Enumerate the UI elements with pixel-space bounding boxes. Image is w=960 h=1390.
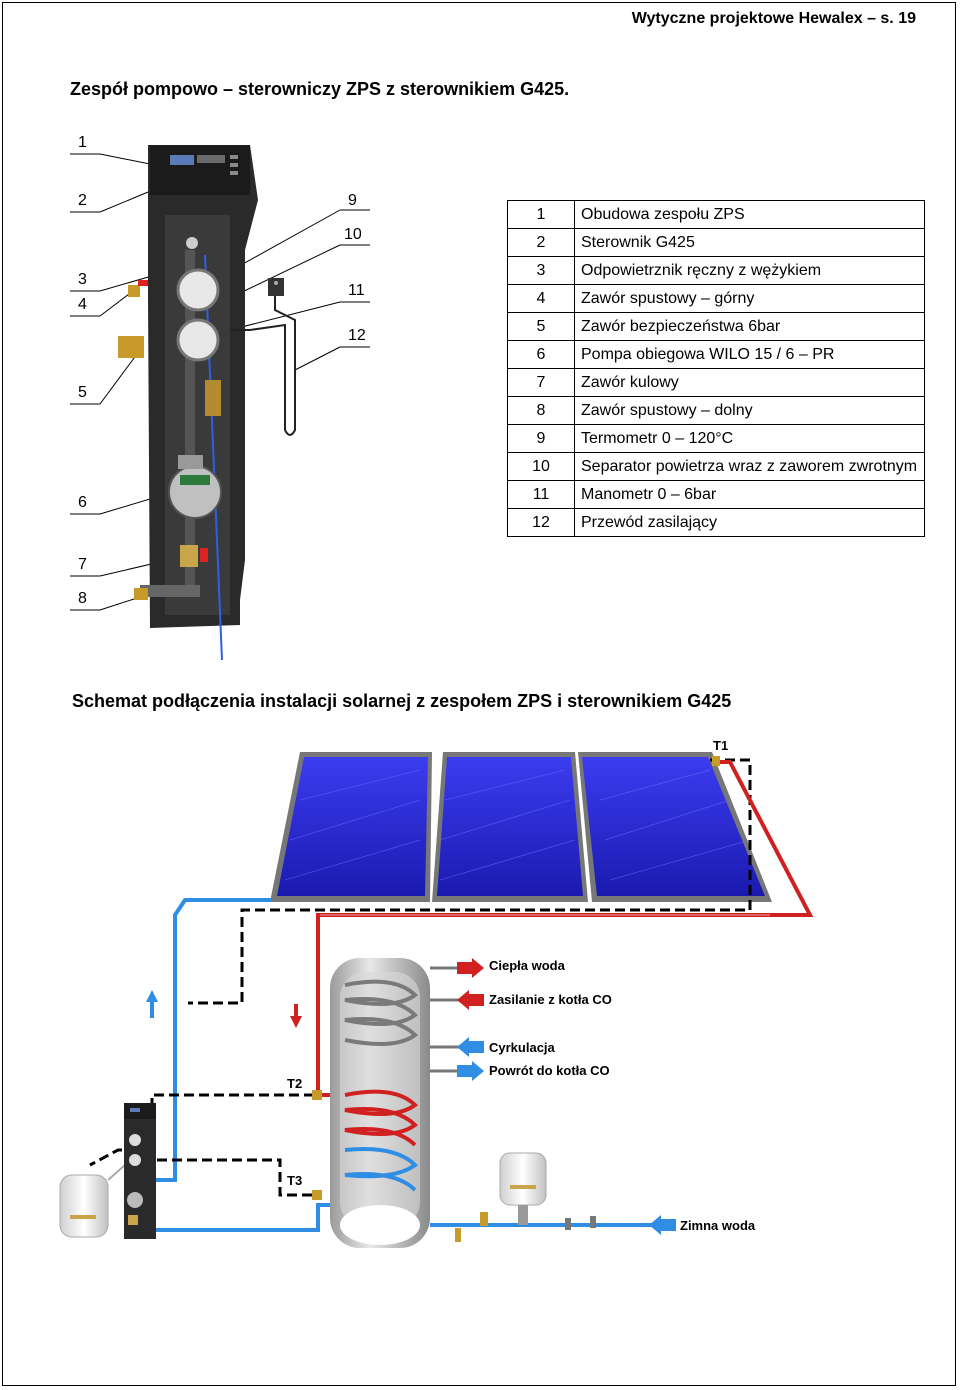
expansion-vessel-solar	[59, 1164, 126, 1238]
expansion-vessel-dhw	[499, 1152, 547, 1225]
boiler-return-label: Powrót do kotła CO	[489, 1063, 610, 1078]
callout-3: 3	[78, 271, 87, 288]
callout-8: 8	[78, 590, 87, 607]
flow-down-arrow	[290, 1004, 302, 1028]
schema-title: Schemat podłączenia instalacji solarnej …	[72, 691, 732, 711]
boiler-return-arrow	[457, 1061, 484, 1081]
solar-panel	[270, 752, 432, 902]
sensor-t2-label: T2	[287, 1076, 303, 1091]
solar-storage-tank	[330, 958, 430, 1248]
hot-water-label: Ciepła woda	[489, 958, 565, 973]
sensor-t3-label: T3	[287, 1173, 303, 1188]
circulation-arrow	[457, 1037, 484, 1057]
callout-9: 9	[348, 192, 357, 209]
sensor-t2	[312, 1090, 322, 1100]
callout-4: 4	[78, 296, 87, 313]
boiler-supply-label: Zasilanie z kotła CO	[489, 992, 612, 1007]
callout-12: 12	[348, 327, 366, 344]
circulation-label: Cyrkulacja	[489, 1040, 555, 1055]
callout-7: 7	[78, 556, 87, 573]
callout-2: 2	[78, 192, 87, 209]
solar-panel	[578, 752, 772, 902]
page-header: Wytyczne projektowe Hewalex – s. 19	[631, 10, 916, 27]
cold-water-label: Zimna woda	[680, 1218, 756, 1233]
callout-1: 1	[78, 134, 87, 151]
cold-water-arrow	[649, 1215, 676, 1235]
callout-10: 10	[344, 226, 362, 243]
sensor-t3	[312, 1190, 322, 1200]
boiler-supply-arrow	[457, 990, 484, 1010]
callout-6: 6	[78, 494, 87, 511]
callout-5: 5	[78, 384, 87, 401]
section-title: Zespół pompowo – sterowniczy ZPS z stero…	[70, 79, 570, 99]
solar-panel	[432, 752, 588, 902]
sensor-t1-label: T1	[713, 738, 729, 753]
zps-unit-small	[124, 1103, 156, 1239]
hot-water-arrow	[457, 958, 484, 978]
flow-up-arrow	[146, 990, 158, 1018]
callout-11: 11	[348, 282, 365, 299]
